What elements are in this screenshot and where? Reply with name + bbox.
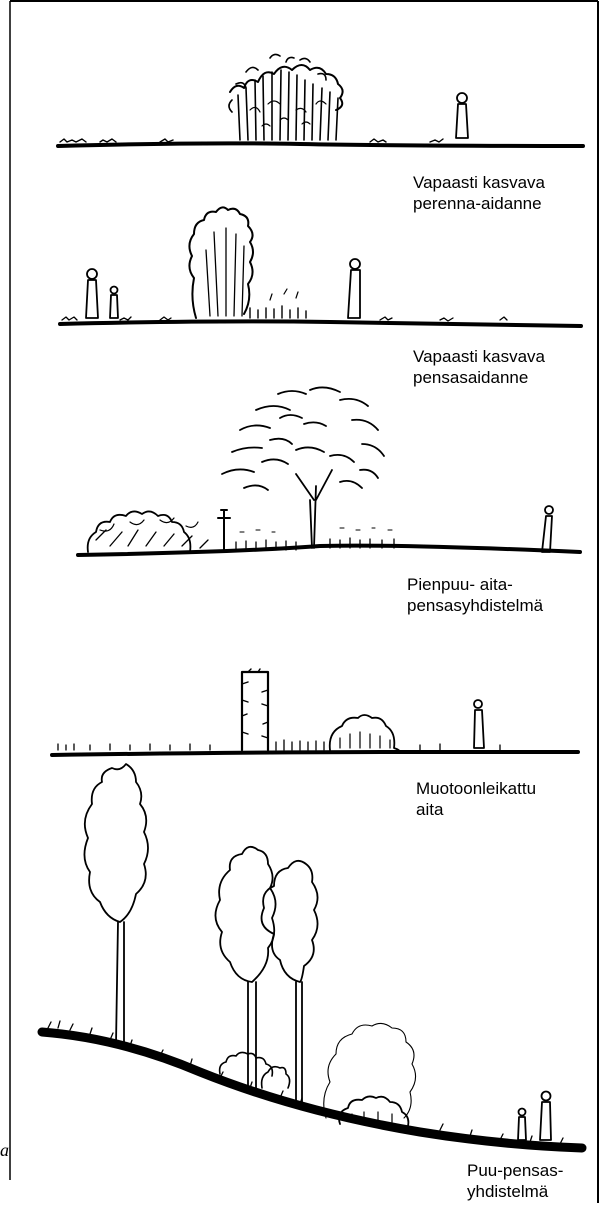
person-figure-4 (474, 700, 484, 748)
fence-post (218, 510, 230, 552)
label-shrub-line-2: pensasaidanne (413, 367, 545, 388)
label-shrub: Vapaasti kasvava pensasaidanne (413, 346, 545, 388)
person-figures-2 (86, 259, 360, 318)
label-perennial: Vapaasti kasvava perenna-aidanne (413, 172, 545, 214)
label-clipped-line-2: aita (416, 799, 536, 820)
label-smalltree: Pienpuu- aita- pensasyhdistelmä (407, 574, 543, 616)
tree-canopy (222, 387, 384, 548)
scene-perennial-drawing (58, 54, 583, 146)
faint-shrub (324, 1023, 416, 1118)
margin-mark: a (0, 1140, 9, 1161)
person-figure-1 (456, 93, 468, 138)
round-shrub (330, 715, 400, 752)
label-perennial-line-1: Vapaasti kasvava (413, 172, 545, 193)
label-smalltree-line-2: pensasyhdistelmä (407, 595, 543, 616)
person-figures-5 (518, 1092, 551, 1141)
shrub-mass (189, 207, 306, 318)
label-treeshrub-line-1: Puu-pensas- (467, 1160, 563, 1181)
label-treeshrub-line-2: yhdistelmä (467, 1181, 563, 1202)
label-perennial-line-2: perenna-aidanne (413, 193, 545, 214)
label-clipped-line-1: Muotoonleikattu (416, 778, 536, 799)
scene-clipped-drawing (52, 669, 578, 755)
label-clipped: Muotoonleikattu aita (416, 778, 536, 820)
label-shrub-line-1: Vapaasti kasvava (413, 346, 545, 367)
low-shrub-group (88, 511, 208, 552)
tall-tree-1 (84, 764, 148, 1046)
clipped-column (242, 669, 268, 750)
scene-treeshrub-drawing (42, 764, 582, 1148)
scene-shrub-drawing (60, 207, 581, 326)
label-smalltree-line-1: Pienpuu- aita- (407, 574, 543, 595)
label-treeshrub: Puu-pensas- yhdistelmä (467, 1160, 563, 1202)
scene-smalltree-drawing (78, 387, 580, 555)
person-figure-3 (542, 506, 553, 552)
perennial-clump (229, 54, 343, 140)
